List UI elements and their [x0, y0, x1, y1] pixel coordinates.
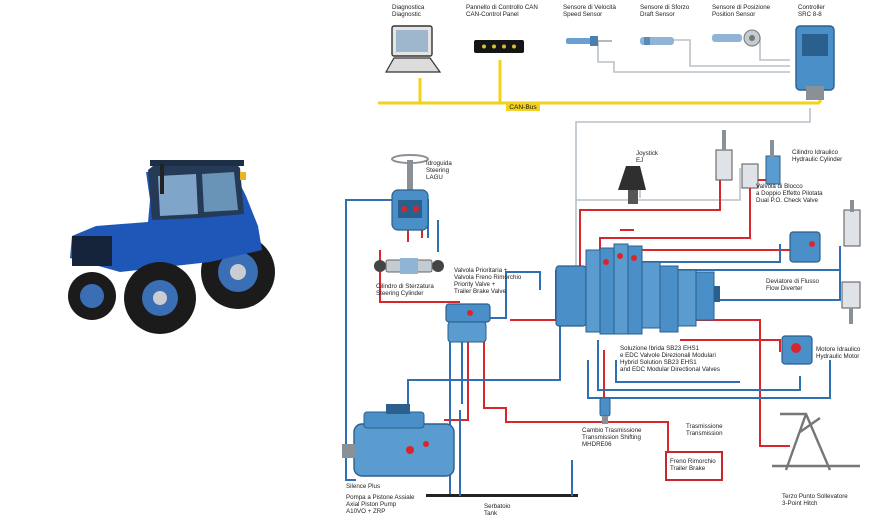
speed-sensor-icon: [566, 36, 612, 46]
controller-icon: [795, 25, 835, 100]
sensore-sforzo-label: Sensore di Sforzo Draft Sensor: [640, 4, 691, 18]
steering-cylinder-icon: [374, 258, 444, 274]
steering-unit-icon: [391, 154, 429, 231]
cilindro-sterzatura-label: Cilindro di Sterzatura Steering Cylinder: [376, 283, 436, 297]
draft-sensor-icon: [640, 37, 674, 45]
cambio-label: Cambio Trasmissione Transmission Shiftin…: [582, 427, 643, 448]
hydraulic-cylinder-icon: [715, 130, 781, 189]
joystick-label: Joystick EJ: [636, 150, 660, 164]
trasmissione-label: Trasmissione Transmission: [686, 423, 724, 437]
position-sensor-icon: [712, 29, 761, 47]
valve-bank-icon: [555, 243, 720, 335]
cilindro-idraulico-label: Cilindro Idraulico Hydraulic Cylinder: [792, 149, 842, 163]
controller-label: Controller SRC 8-8: [798, 4, 827, 18]
control-panel-icon: [474, 40, 524, 53]
axial-pump-icon: [342, 404, 455, 477]
tank-bar: [426, 494, 578, 497]
idroguida-label: Idroguida Steering LAGU: [426, 160, 454, 181]
can-bus-label: CAN-Bus: [509, 104, 537, 111]
sensore-posizione-label: Sensore di Posizione Position Sensor: [712, 4, 772, 18]
motore-label: Motore Idraulico Hydraulic Motor: [816, 346, 862, 360]
three-point-hitch-icon: [772, 412, 860, 471]
pannello-label: Pannello di Controllo CAN CAN-Control Pa…: [466, 4, 540, 18]
valvola-blocco-label: Valvola di Blocco a Doppio Effetto Pilot…: [756, 183, 824, 204]
sensor-wiring: [575, 37, 811, 270]
transmission-valve-icon: [599, 397, 611, 424]
valvola-prioritaria-label: Valvola Prioritaria + Valvola Freno Rimo…: [454, 267, 523, 295]
sensore-velocita-label: Sensore di Velocità Speed Sensor: [563, 4, 618, 18]
diagnostica-label: Diagnostica Diagnostic: [392, 4, 426, 18]
can-bus-label-bg: [506, 102, 540, 111]
serbatoio-label: Serbatoio Tank: [484, 503, 512, 517]
pompa-label: Pompa a Pistone Assiale Axial Piston Pum…: [346, 494, 416, 515]
freno-label: Freno Rimorchio Trailer Brake: [670, 458, 717, 472]
laptop-icon: [384, 25, 442, 73]
silence-label: Silence Plus: [346, 483, 380, 490]
terzo-punto-label: Terzo Punto Sollevatore 3-Point Hitch: [782, 493, 849, 507]
joystick-icon: [618, 166, 646, 204]
hydraulic-motor-icon: [781, 335, 813, 365]
tractor-illustration: [68, 160, 275, 334]
soluzione-label: Soluzione Ibrida SB23 EHS1 e EDC Valvole…: [620, 345, 720, 373]
trailer-brake-box: [665, 451, 723, 481]
flow-diverter-icon: [789, 200, 861, 324]
deviatore-label: Deviatore di Flusso Flow Diverter: [766, 278, 821, 292]
priority-valve-icon: [445, 303, 491, 343]
